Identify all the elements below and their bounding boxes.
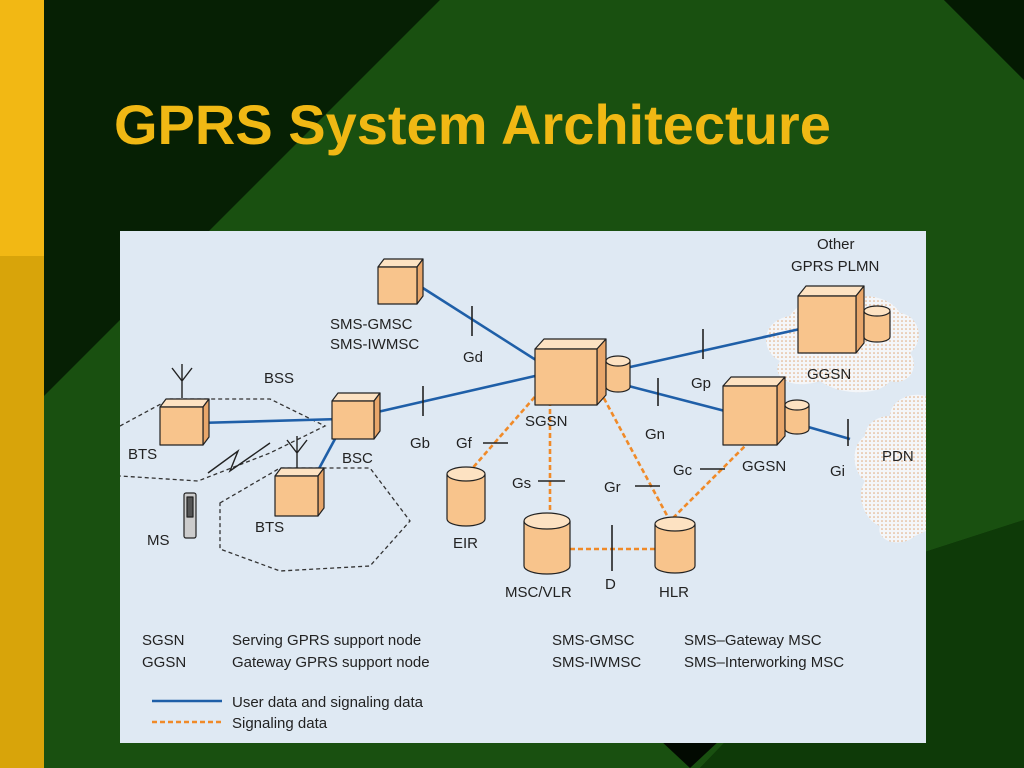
- radio-link-icon: [207, 442, 271, 474]
- pdn-label: PDN: [882, 448, 914, 465]
- other-plmn-label: GPRS PLMN: [791, 258, 879, 275]
- interface-gi-label: Gi: [830, 463, 845, 480]
- interface-gb-label: Gb: [410, 435, 430, 452]
- abbreviation-legend: SGSN Serving GPRS support node GGSN Gate…: [142, 632, 844, 671]
- ggsn-other-label: GGSN: [807, 366, 851, 383]
- sms-gmsc-node: [377, 258, 424, 305]
- hlr-label: HLR: [659, 584, 689, 601]
- bts-node: [274, 467, 325, 517]
- bts-label: BTS: [255, 519, 284, 536]
- sidebar-bar-highlight: [0, 0, 44, 256]
- user-data-link: [359, 374, 536, 418]
- legend-desc: Gateway GPRS support node: [232, 654, 430, 671]
- signaling-link: [598, 390, 672, 522]
- signaling-link: [469, 390, 541, 472]
- legend-desc: Serving GPRS support node: [232, 632, 421, 649]
- msc-vlr-label: MSC/VLR: [505, 584, 572, 601]
- sms-gmsc-label: SMS-GMSC: [330, 316, 413, 333]
- interface-gp-label: Gp: [691, 375, 711, 392]
- hlr-database: [654, 516, 696, 574]
- architecture-diagram: Other GPRS PLMN SMS-GMSC SMS-IWMSC BSS B…: [120, 231, 926, 743]
- legend-abbr: SMS-GMSC: [552, 632, 635, 649]
- legend-abbr: GGSN: [142, 654, 186, 671]
- ggsn-other-node: [797, 285, 891, 354]
- interface-gd-label: Gd: [463, 349, 483, 366]
- line-legend: User data and signaling data Signaling d…: [152, 694, 424, 732]
- sgsn-label: SGSN: [525, 413, 568, 430]
- interface-gs-label: Gs: [512, 475, 531, 492]
- ggsn-label: GGSN: [742, 458, 786, 475]
- interface-gc-label: Gc: [673, 462, 693, 479]
- legend-desc: SMS–Gateway MSC: [684, 632, 822, 649]
- antenna-icon: [171, 364, 193, 398]
- legend-desc: SMS–Interworking MSC: [684, 654, 844, 671]
- user-data-link: [197, 417, 341, 425]
- bss-label: BSS: [264, 370, 294, 387]
- msc-vlr-database: [523, 512, 571, 575]
- legend-abbr: SGSN: [142, 632, 185, 649]
- interface-gr-label: Gr: [604, 479, 621, 496]
- eir-label: EIR: [453, 535, 478, 552]
- interface-gf-label: Gf: [456, 435, 473, 452]
- antenna-icon: [286, 436, 308, 469]
- sgsn-node: [534, 338, 631, 406]
- bsc-label: BSC: [342, 450, 373, 467]
- user-data-link: [414, 281, 551, 371]
- signaling-link: [669, 440, 751, 522]
- bts-label: BTS: [128, 446, 157, 463]
- interface-d-label: D: [605, 576, 616, 593]
- legend-user-data-label: User data and signaling data: [232, 694, 424, 711]
- bsc-node: [331, 392, 381, 440]
- pdn-cloud: [854, 394, 926, 543]
- other-plmn-label: Other: [817, 236, 855, 253]
- mobile-station-icon: [183, 492, 197, 539]
- ggsn-node: [722, 376, 810, 446]
- legend-abbr: SMS-IWMSC: [552, 654, 641, 671]
- legend-signaling-label: Signaling data: [232, 715, 328, 732]
- ms-label: MS: [147, 532, 170, 549]
- page-title: GPRS System Architecture: [114, 93, 831, 156]
- eir-database: [446, 466, 486, 527]
- bts-node: [159, 398, 210, 446]
- interface-gn-label: Gn: [645, 426, 665, 443]
- sms-iwmsc-label: SMS-IWMSC: [330, 336, 419, 353]
